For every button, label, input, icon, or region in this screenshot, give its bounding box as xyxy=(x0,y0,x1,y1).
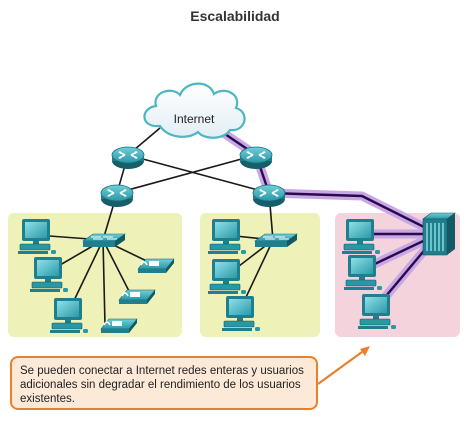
router-icon xyxy=(239,146,273,170)
cloud-icon xyxy=(143,82,246,139)
diagram-title: Escalabilidad xyxy=(190,8,280,24)
lan-1-background xyxy=(8,213,182,337)
arrow-icon xyxy=(317,346,370,385)
router-icon xyxy=(252,184,286,208)
server-icon xyxy=(422,212,456,256)
cloud-label: Internet xyxy=(174,112,215,126)
caption-text: Se pueden conectar a Internet redes ente… xyxy=(20,365,304,405)
router-icon xyxy=(111,146,145,170)
caption-box: Se pueden conectar a Internet redes ente… xyxy=(10,356,318,410)
router-icon xyxy=(100,184,134,208)
